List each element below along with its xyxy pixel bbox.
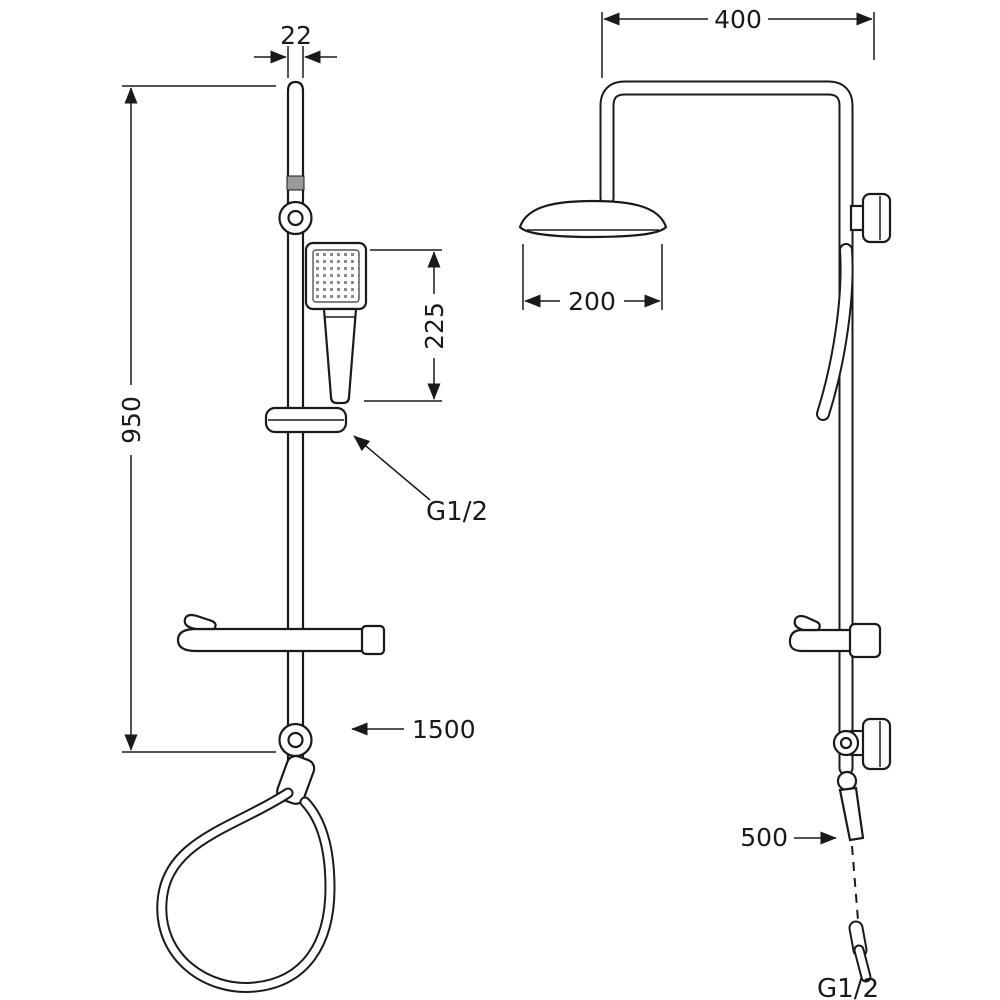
dim-head-label: 200 [568,287,616,316]
hand-shower-handle [322,307,358,405]
thread-callout-front: G1/2 [353,435,488,527]
thread-front-label: G1/2 [426,497,488,527]
dim-arm: 400 [601,4,875,78]
dim-height: 950 [114,85,276,753]
side-view: G1/2 400 200 500 [518,4,892,1000]
outlet-tube [838,786,865,842]
soap-dish-lip [183,613,217,631]
lower-slider-knob-center [287,731,304,749]
dim-outlet: 500 [740,823,837,852]
slider-bracket [264,406,348,434]
shelf-clamp [360,624,386,656]
dim-arm-label: 400 [714,5,762,34]
bottom-outlet: G1/2 [817,770,879,1000]
overhead-shower [518,199,668,239]
shower-hose [156,787,336,993]
hose-break-dashed-line [851,845,859,921]
dim-hose: 1500 [351,715,476,744]
hose-end-connector [848,920,872,983]
dim-rod-width-label: 22 [280,21,312,50]
soap-dish-side [788,614,882,659]
dim-handshower-label: 225 [420,302,449,350]
hand-shower-side [816,243,854,421]
dim-height-label: 950 [117,396,146,444]
rail-ring [286,175,305,191]
dim-head: 200 [522,244,663,316]
hand-shower-face [312,249,360,303]
upper-slider-knob-center [287,209,304,227]
thread-bottom-label: G1/2 [817,974,879,1000]
dim-outlet-label: 500 [740,823,788,852]
dim-rod-width: 22 [254,21,337,78]
hand-shower [304,241,368,405]
dim-handshower: 225 [364,249,449,402]
front-view: 22 950 225 G1/2 1500 [114,21,488,993]
top-wall-bracket [849,192,892,244]
soap-dish-front [176,613,386,656]
column-and-arm [599,80,854,776]
lower-wall-bracket [832,717,892,771]
dim-hose-label: 1500 [412,715,476,744]
